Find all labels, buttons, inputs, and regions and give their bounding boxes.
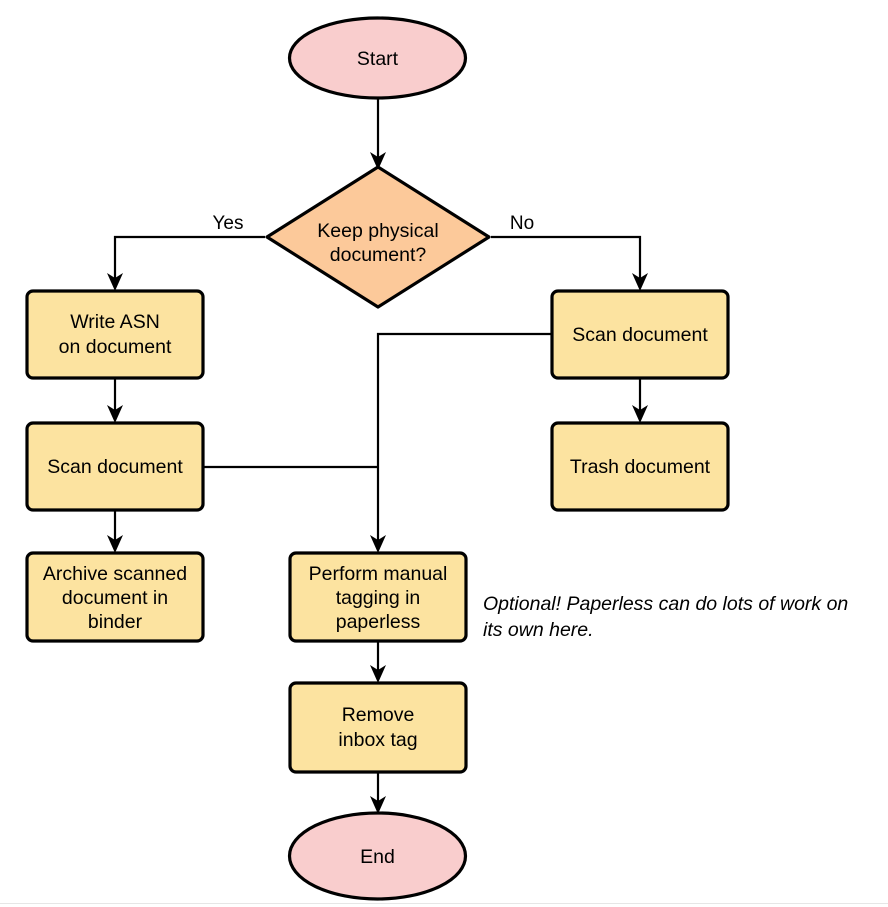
node-tagging-label-line2: tagging in (336, 587, 421, 609)
edge-decision-yes (107, 235, 265, 291)
node-start[interactable]: Start (287, 16, 468, 100)
node-perform-manual-tagging[interactable]: Perform manual tagging in paperless (288, 551, 468, 643)
node-remove-tag-label-line2: inbox tag (338, 729, 417, 751)
node-trash-document-label: Trash document (570, 456, 711, 478)
node-trash-document[interactable]: Trash document (550, 421, 730, 512)
node-scan-document-left-label: Scan document (47, 456, 183, 478)
node-write-asn-label-line1: Write ASN (70, 311, 160, 333)
annotation-note-line2: its own here. (483, 619, 594, 641)
edge-scanright-to-tagging (370, 332, 551, 553)
node-decision-label-line1: Keep physical (317, 220, 438, 242)
node-archive-scanned-document[interactable]: Archive scanned document in binder (25, 551, 205, 643)
node-decision-label-line2: document? (330, 244, 427, 266)
node-archive-label-line3: binder (88, 611, 143, 633)
node-scan-document-left[interactable]: Scan document (25, 421, 205, 512)
edge-removetag-to-end (370, 772, 386, 814)
edge-tagging-to-removetag (370, 642, 386, 683)
node-archive-label-line2: document in (62, 587, 168, 609)
node-end-label: End (360, 846, 395, 868)
node-tagging-label-line1: Perform manual (309, 563, 448, 585)
node-start-label: Start (357, 48, 399, 70)
node-remove-tag-label-line1: Remove (342, 704, 415, 726)
edge-scanright-to-trash (632, 378, 648, 423)
edge-label-yes: Yes (213, 213, 244, 234)
annotation-note-line1: Optional! Paperless can do lots of work … (483, 593, 848, 615)
node-write-asn-on-document[interactable]: Write ASN on document (25, 289, 205, 380)
annotation-note: Optional! Paperless can do lots of work … (483, 593, 848, 641)
node-decision-keep-physical-document[interactable]: Keep physical document? (265, 165, 491, 309)
node-write-asn-label-line2: on document (59, 336, 172, 358)
edge-writeasn-to-scanleft (107, 378, 123, 423)
node-end[interactable]: End (287, 811, 468, 901)
edge-decision-no (491, 235, 648, 291)
node-scan-document-right-label: Scan document (572, 324, 708, 346)
node-archive-label-line1: Archive scanned (43, 563, 187, 585)
node-remove-inbox-tag[interactable]: Remove inbox tag (288, 681, 468, 774)
edge-scanleft-to-archive (107, 511, 123, 553)
edge-label-no: No (510, 213, 534, 234)
edge-start-to-decision (370, 98, 386, 170)
node-scan-document-right[interactable]: Scan document (550, 289, 730, 380)
node-tagging-label-line3: paperless (336, 611, 421, 633)
